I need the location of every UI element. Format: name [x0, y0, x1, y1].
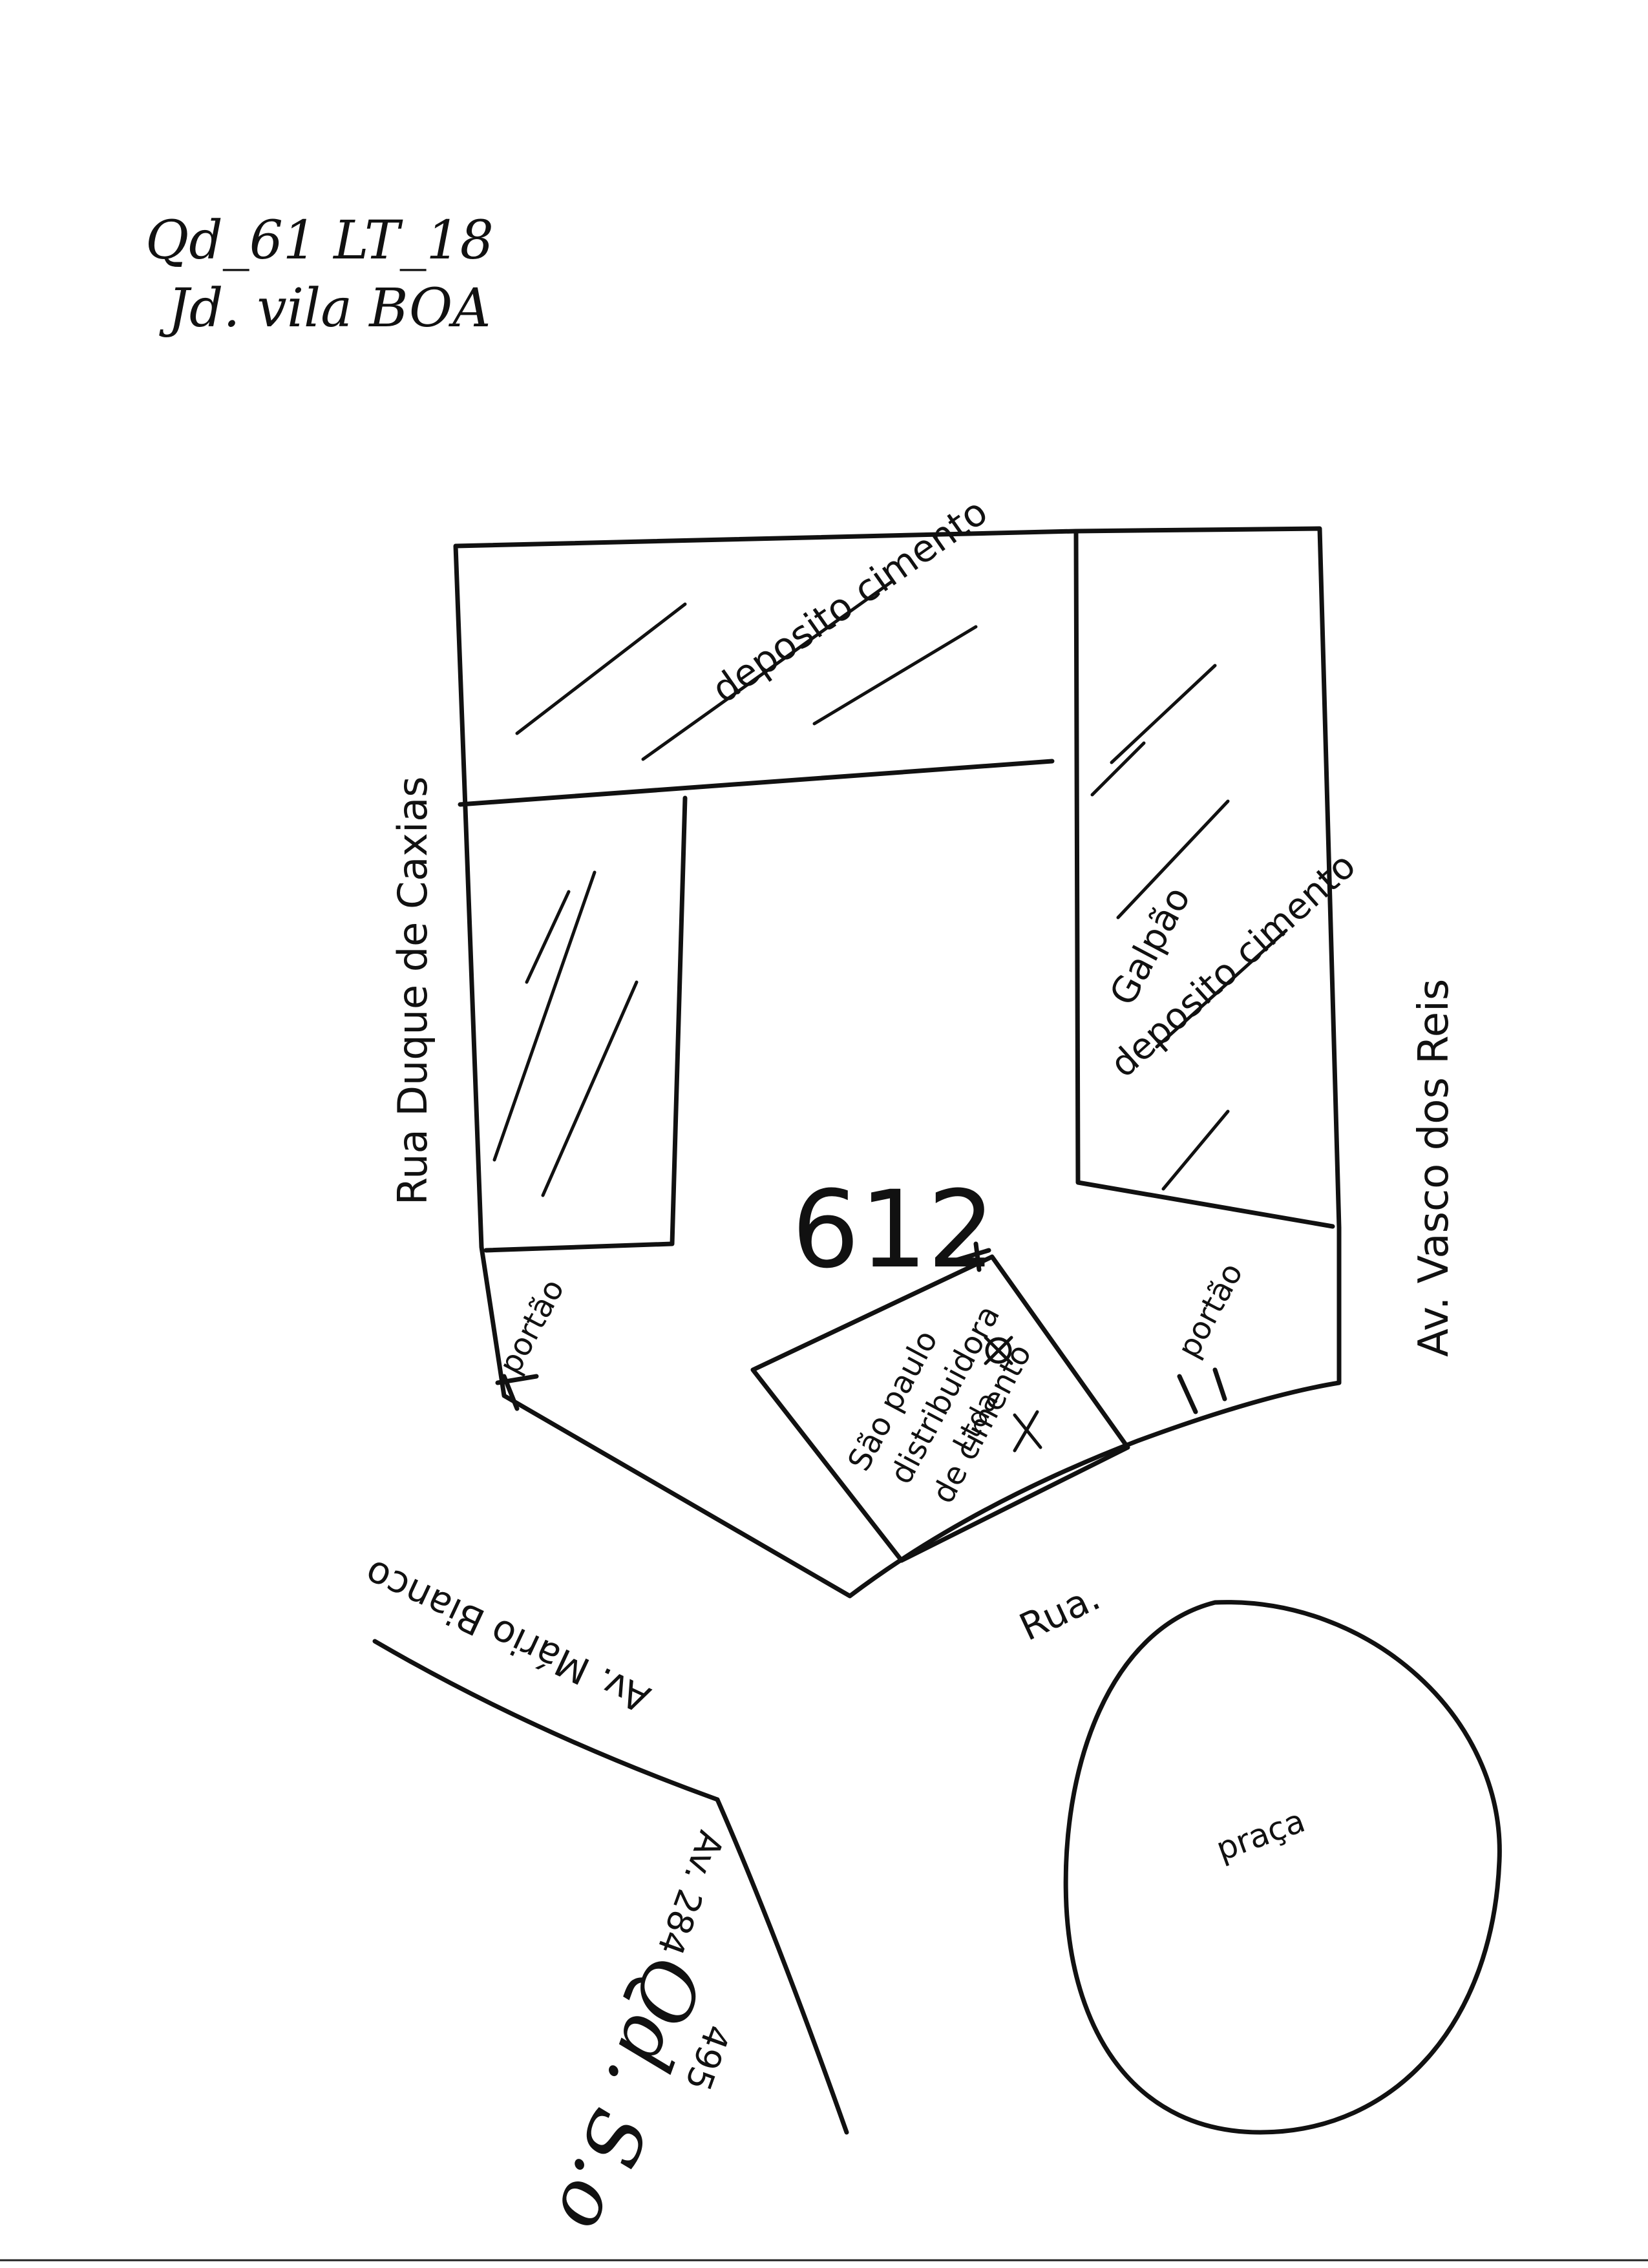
lot-number: 612	[792, 1168, 995, 1292]
lot-header-line1: Qd_61 LT_18	[145, 210, 494, 271]
street-left-label: Rua Duque de Caxias	[389, 776, 436, 1205]
property-outline	[453, 526, 1342, 1599]
street-lower-label-c: Qd. S.o	[538, 1945, 719, 2243]
marker-x	[1013, 1410, 1042, 1453]
plaza-label: praça	[1211, 1802, 1309, 1869]
marker-circle	[985, 1337, 1012, 1364]
central-building-outline	[750, 1254, 1130, 1563]
right-shed-outline	[1073, 529, 1335, 1229]
avenue-lower-line	[715, 1797, 849, 2135]
right-gate-label: portão	[1170, 1257, 1250, 1364]
upper-shed-label: deposito cimento	[704, 489, 995, 711]
left-shed-hatching	[492, 870, 639, 1197]
avenue-upper-line	[372, 1639, 720, 1802]
street-bottom-label: Rua.	[1013, 1575, 1106, 1650]
right-gate-mark	[1177, 1367, 1227, 1414]
right-shed-hatching	[1090, 664, 1288, 1191]
street-right-label: Av. Vasco dos Reis	[1410, 979, 1458, 1357]
lot-header-line2: Jd. vila BOA	[159, 278, 491, 339]
upper-shed-hatching	[515, 580, 978, 761]
street-diagonal-label: Av. Mário Bianco	[358, 1551, 657, 1721]
left-gate-label: portão	[492, 1274, 571, 1380]
upper-shed-outline	[458, 759, 1055, 807]
street-lower-label-a: Av. 284	[650, 1826, 732, 1961]
left-gate-mark	[495, 1374, 539, 1411]
entrance-mark	[954, 1241, 991, 1272]
left-shed-outline	[483, 795, 688, 1253]
plaza-circle	[1063, 1600, 1502, 2135]
